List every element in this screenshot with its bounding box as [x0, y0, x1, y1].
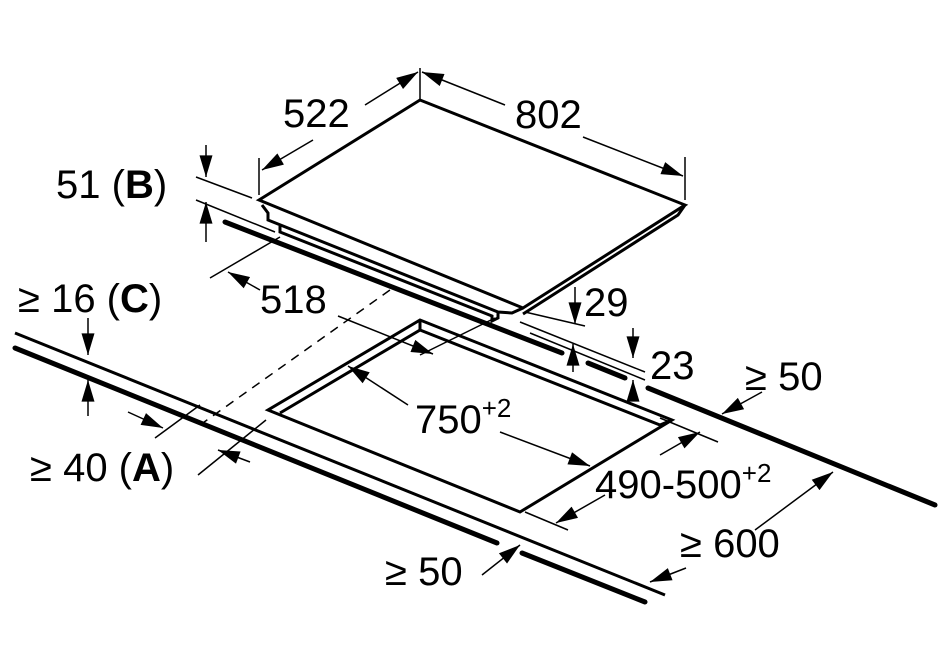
- label-clearance-side: ≥ 50: [385, 550, 463, 594]
- worktop-front-right: [519, 550, 648, 605]
- label-802: 802: [515, 93, 582, 137]
- label-522: 522: [283, 92, 350, 136]
- worktop: [12, 219, 938, 605]
- label-cutout-length: 750+2: [415, 393, 511, 442]
- label-29: 29: [584, 281, 629, 325]
- label-518: 518: [260, 278, 327, 322]
- hob: [255, 98, 689, 324]
- worktop-front-edge: [14, 331, 666, 597]
- label-51: 51 (B): [56, 163, 167, 207]
- worktop-back-right: [645, 385, 938, 508]
- label-23: 23: [650, 344, 695, 388]
- worktop-back-left: [222, 219, 565, 356]
- dimension-lines: [81, 68, 834, 583]
- label-min-worktop: ≥ 16 (C): [18, 277, 162, 321]
- worktop-front-left: [12, 345, 500, 546]
- hidden-line: [199, 289, 391, 426]
- hob-base: [278, 226, 500, 324]
- cutout-outline: [264, 318, 676, 514]
- hob-edge-right: [522, 204, 687, 316]
- hob-edge: [260, 204, 524, 315]
- label-cutout-depth: 490-500+2: [595, 458, 771, 507]
- label-clearance-back: ≥ 50: [745, 355, 823, 399]
- label-front-min: ≥ 40 (A): [30, 446, 174, 490]
- label-worktop-depth: ≥ 600: [680, 522, 780, 566]
